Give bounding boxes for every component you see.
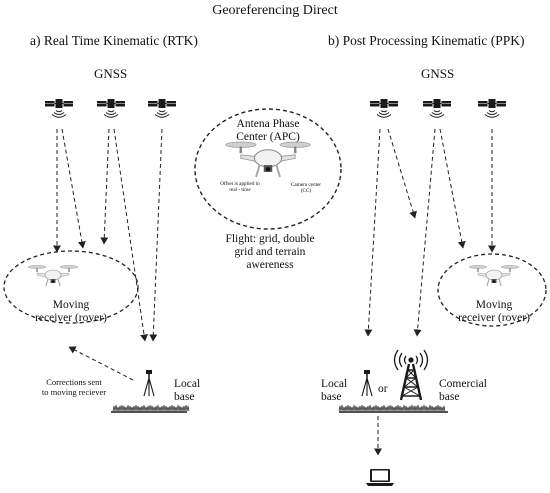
satellite-icon xyxy=(422,98,452,118)
rtk-local-base-label: Local base xyxy=(174,378,201,403)
flight-label: Flight: grid, double grid and terrain aw… xyxy=(225,233,315,271)
satellite-icon xyxy=(147,98,177,118)
ppk-rover-label: Moving receiver (rover) xyxy=(458,299,530,324)
ppk-rover-circle xyxy=(437,253,547,327)
signal-arrow xyxy=(413,128,436,337)
rtk-satellites xyxy=(44,98,177,118)
base-station-tripod-icon xyxy=(361,369,373,397)
laptop-icon xyxy=(366,469,394,486)
signal-arrow xyxy=(113,128,149,342)
satellite-icon xyxy=(96,98,126,118)
antenna-tower-icon xyxy=(393,348,429,402)
apc-label: Antena Phase Center (APC) xyxy=(236,118,300,143)
offset-label: Offset is applied in real - time xyxy=(220,181,260,193)
drone-icon xyxy=(224,140,312,179)
signal-arrow xyxy=(387,128,417,219)
ground-grass xyxy=(111,404,190,413)
satellite-icon xyxy=(477,98,507,118)
rtk-gnss-label: GNSS xyxy=(94,66,128,81)
satellite-icon xyxy=(44,98,74,118)
diagram-title: Georeferencing Direct xyxy=(212,3,338,18)
signal-arrow xyxy=(100,128,110,245)
or-label: or xyxy=(378,383,388,395)
ppk-commercial-base-label: Comercial base xyxy=(439,378,487,403)
drone-icon xyxy=(27,264,79,287)
drone-icon xyxy=(468,264,520,287)
camera-center-label: Camera center (CC) xyxy=(290,182,322,194)
corrections-label: Corrections sent to moving reciever xyxy=(41,377,107,397)
corrections-arrow xyxy=(68,346,134,381)
ppk-satellites xyxy=(369,98,507,118)
apc-circle xyxy=(194,108,342,230)
ppk-section-title: b) Post Processing Kinematic (PPK) xyxy=(328,33,525,48)
rtk-signal-arrows xyxy=(53,128,163,381)
ppk-local-base-label: Local base xyxy=(321,378,348,403)
ppk-signal-arrows xyxy=(364,128,496,456)
signal-arrow xyxy=(364,128,381,337)
signal-arrow xyxy=(439,128,466,249)
ground-grass xyxy=(338,404,448,413)
ppk-gnss-label: GNSS xyxy=(421,66,455,81)
signal-arrow xyxy=(61,128,86,249)
satellite-icon xyxy=(369,98,399,118)
base-station-tripod-icon xyxy=(143,369,155,397)
rtk-rover-circle xyxy=(3,250,139,324)
signal-arrow xyxy=(149,128,163,342)
rtk-rover-label: Moving receiver (rover) xyxy=(35,299,107,324)
rtk-section-title: a) Real Time Kinematic (RTK) xyxy=(30,33,198,48)
